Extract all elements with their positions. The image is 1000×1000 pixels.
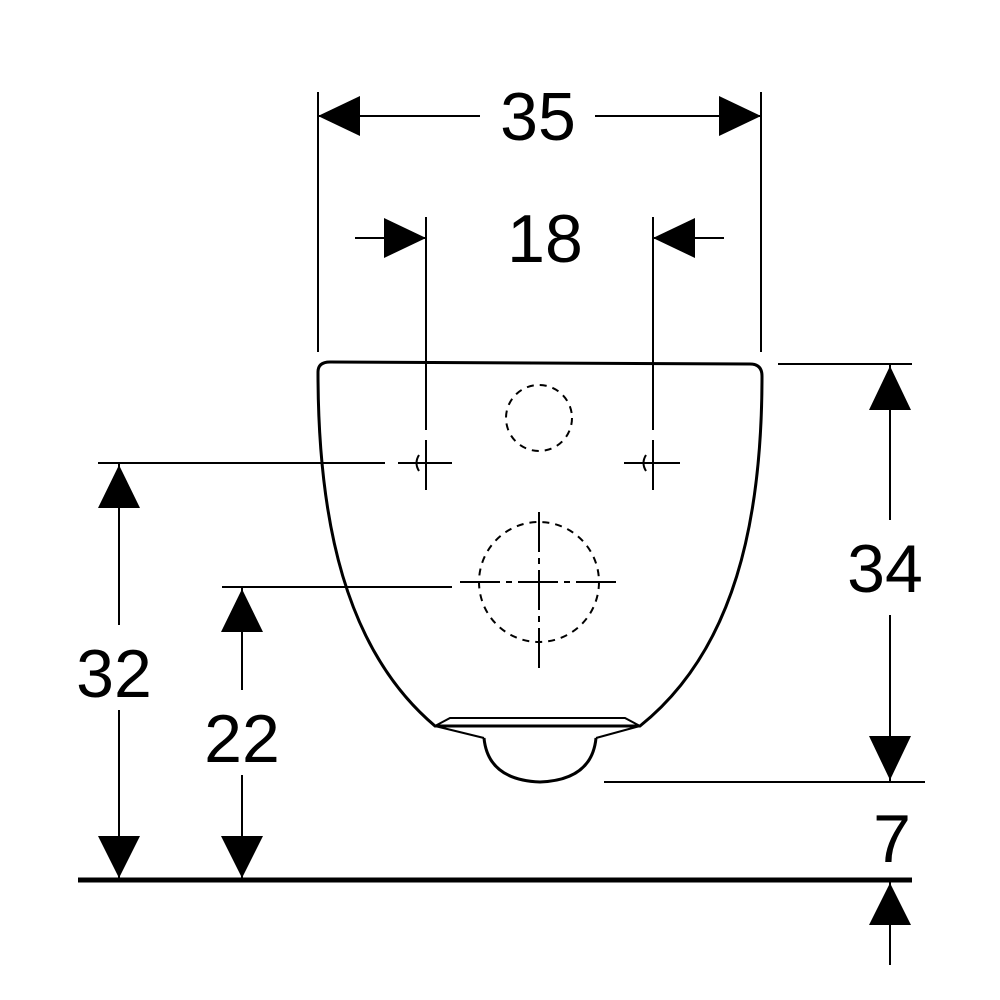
- fixing-height-value: 32: [76, 636, 152, 712]
- arrowhead: [719, 96, 761, 136]
- arrowhead: [869, 736, 911, 780]
- bowl-outline: [316, 360, 764, 784]
- dimension-fixing-spacing: 18: [355, 201, 724, 430]
- arrowhead: [98, 465, 140, 508]
- arrowhead: [384, 218, 426, 258]
- arrowhead: [653, 218, 695, 258]
- arrowhead: [869, 366, 911, 410]
- outlet-drop-value: 7: [873, 801, 911, 877]
- arrowhead: [98, 836, 140, 878]
- flush-inlet-circle: [505, 384, 573, 452]
- overall-height-value: 34: [847, 531, 923, 607]
- dimension-fixing-height: 32: [76, 462, 385, 878]
- overall-width-value: 35: [500, 79, 576, 155]
- outlet-circle: [460, 512, 622, 668]
- dimension-overall-height: 34: [604, 363, 925, 783]
- fixing-point-right: [624, 440, 680, 490]
- dimension-outlet-drop: 7: [869, 801, 911, 965]
- arrowhead: [318, 96, 360, 136]
- fixing-point-left: [398, 440, 452, 490]
- arrowhead: [869, 883, 911, 925]
- dimension-overall-width: 35: [317, 79, 762, 352]
- arrowhead: [221, 836, 263, 878]
- outlet-spigot: [482, 737, 598, 784]
- arrowhead: [221, 589, 263, 632]
- outlet-height-value: 22: [204, 701, 280, 777]
- dimension-outlet-height: 22: [204, 586, 452, 878]
- fixing-spacing-value: 18: [507, 201, 583, 277]
